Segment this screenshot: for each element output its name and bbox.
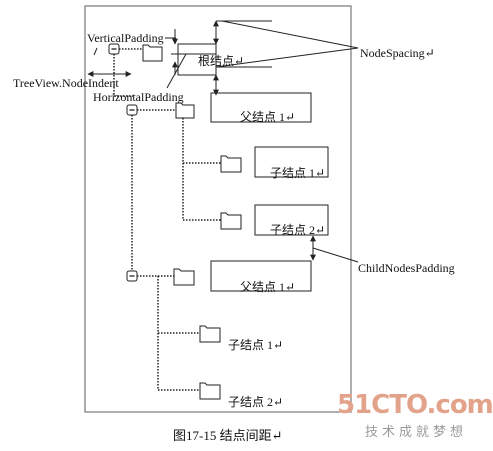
root-folder-icon <box>142 44 163 62</box>
watermark-logo: 51CTO.com <box>337 390 493 420</box>
node-indent-label: TreeView.NodeIndent <box>13 76 119 90</box>
parent1-folder-icon <box>175 102 195 119</box>
figure-caption: 图17-15 结点间距↵ <box>173 428 283 443</box>
node-spacing-diagram <box>84 5 359 413</box>
node-spacing-leader-1 <box>221 20 359 49</box>
watermark: 51CTO.com 技术成就梦想 <box>335 390 493 446</box>
child-nodes-padding-label: ChildNodesPadding <box>358 261 455 275</box>
node-spacing-leader-2 <box>215 47 359 68</box>
child1b-folder-icon <box>220 212 242 230</box>
child1a-node-box <box>254 146 329 178</box>
outer-frame <box>84 5 352 413</box>
child1a-node-label: 子结点 1↵ <box>270 166 326 180</box>
parent2-node-box <box>210 260 312 292</box>
diagram-canvas: VerticalPadding TreeView.NodeIndent Hori… <box>13 5 493 446</box>
node-spacing-label: NodeSpacing↵ <box>360 46 435 60</box>
child1a-folder-icon <box>220 155 242 173</box>
vertical-padding-label: VerticalPadding <box>87 31 164 45</box>
child2b-node-label: 子结点 2↵ <box>228 395 284 409</box>
horizontal-padding-pointer <box>166 53 187 89</box>
child2a-folder-icon <box>199 325 221 343</box>
parent1-node-label: 父结点 1↵ <box>240 110 296 124</box>
child2b-folder-icon <box>199 382 221 400</box>
child-nodes-padding-leader <box>312 247 359 263</box>
watermark-subtitle: 技术成就梦想 <box>365 425 468 440</box>
root-node-box <box>177 43 217 76</box>
child1b-node-box <box>254 204 329 236</box>
parent2-node-label: 父结点 1↵ <box>240 280 296 294</box>
horizontal-padding-label: HorizontalPadding <box>93 90 184 104</box>
root-node-label: 根结点↵ <box>198 54 245 68</box>
parent1-node-box <box>210 92 312 123</box>
parent2-folder-icon <box>173 268 195 286</box>
child2a-node-label: 子结点 1↵ <box>228 338 284 352</box>
child1b-node-label: 子结点 2↵ <box>270 223 326 237</box>
